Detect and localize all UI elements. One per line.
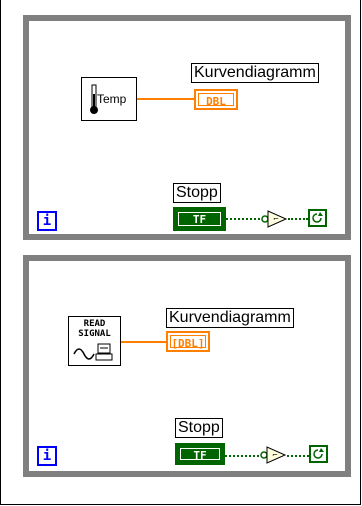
tf-terminal-label: TF xyxy=(180,448,220,462)
dbl-terminal-label: DBL xyxy=(198,93,234,108)
loop-condition-icon xyxy=(313,448,324,459)
iteration-terminal-top: i xyxy=(37,211,57,231)
double-wire-top xyxy=(137,98,194,100)
iteration-terminal-bottom: i xyxy=(37,446,57,466)
thermometer-label: Temp xyxy=(97,92,127,106)
tf-terminal-bottom[interactable]: TF xyxy=(175,443,225,465)
thermometer-icon xyxy=(90,84,98,114)
svg-text:⌐: ⌐ xyxy=(273,215,279,223)
boolean-wire-top-b xyxy=(288,218,308,220)
dbl-terminal-label: [DBL] xyxy=(170,335,206,350)
while-loop-bottom[interactable] xyxy=(23,255,351,477)
indicator-label-top: Kurvendiagramm xyxy=(191,63,319,83)
boolean-wire-bottom-b xyxy=(287,455,309,457)
boolean-wire-top-a xyxy=(226,218,264,220)
stop-label-bottom: Stopp xyxy=(175,418,223,438)
dbl-terminal-top[interactable]: DBL xyxy=(194,89,238,110)
svg-text:⌐: ⌐ xyxy=(272,451,278,459)
loop-condition-terminal-top[interactable] xyxy=(308,209,327,227)
not-gate-icon: ⌐ xyxy=(260,446,287,464)
loop-condition-terminal-bottom[interactable] xyxy=(309,445,328,463)
loop-condition-icon xyxy=(312,212,323,223)
read-signal-text-2: SIGNAL xyxy=(78,329,111,339)
while-loop-top[interactable] xyxy=(23,15,351,240)
boolean-wire-bottom-a xyxy=(225,455,263,457)
tf-terminal-label: TF xyxy=(178,212,221,226)
signal-waveform-icon xyxy=(73,343,113,361)
temp-subvi[interactable]: Temp xyxy=(81,77,137,121)
dbl-terminal-bottom[interactable]: [DBL] xyxy=(166,331,210,352)
read-signal-text-1: READ xyxy=(83,319,106,329)
not-gate-icon: ⌐ xyxy=(261,210,288,228)
indicator-label-bottom: Kurvendiagramm xyxy=(166,308,294,328)
stop-label-top: Stopp xyxy=(173,183,221,203)
tf-terminal-top[interactable]: TF xyxy=(173,207,226,231)
read-signal-subvi[interactable]: READ SIGNAL xyxy=(68,316,121,366)
double-wire-bottom xyxy=(121,341,166,343)
